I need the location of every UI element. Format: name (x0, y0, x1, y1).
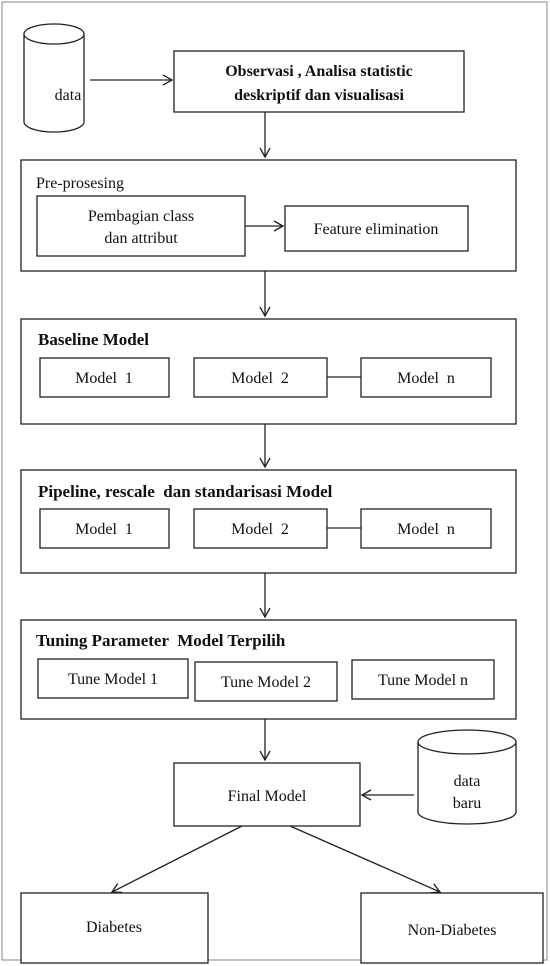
data-baru-line1: data (454, 773, 481, 790)
baseline-model-n-label: Model n (397, 370, 455, 387)
pipeline-model-n-box (360, 508, 492, 549)
arrow-final-to-diabetes (110, 825, 243, 894)
pipeline-model-2-label: Model 2 (231, 521, 289, 538)
arrow-final-to-nondiabetes (289, 825, 442, 894)
pipeline-model-2-box (193, 508, 328, 549)
pipeline-title: Pipeline, rescale dan standarisasi Model (38, 482, 333, 501)
data-label: data (55, 87, 82, 104)
baseline-model-1-label: Model 1 (75, 370, 133, 387)
observasi-box (173, 50, 465, 113)
feature-elimination-label: Feature elimination (314, 221, 439, 238)
pembagian-class-line1: Pembagian class (88, 208, 194, 225)
pipeline-model-1-label: Model 1 (75, 521, 133, 538)
feature-elimination-box (284, 205, 469, 252)
data-baru-line2: baru (453, 795, 481, 812)
observasi-line2: deskriptif dan visualisasi (234, 87, 404, 104)
non-diabetes-box (360, 892, 544, 964)
tune-model-2-label: Tune Model 2 (221, 674, 311, 691)
pembagian-class-box (36, 195, 246, 257)
pipeline-model-1-box (39, 508, 170, 549)
tune-model-1-box (37, 658, 189, 699)
baseline-title: Baseline Model (38, 330, 149, 349)
pembagian-class-line2: dan attribut (104, 230, 178, 247)
tune-model-n-box (351, 659, 495, 700)
diabetes-box (20, 892, 209, 964)
tuning-title: Tuning Parameter Model Terpilih (36, 631, 286, 650)
final-model-label: Final Model (228, 788, 307, 805)
baseline-model-1-box (39, 357, 170, 398)
tune-model-1-label: Tune Model 1 (68, 671, 158, 688)
pipeline-model-n-label: Model n (397, 521, 455, 538)
data-baru-cylinder (417, 729, 517, 825)
data-cylinder (23, 23, 85, 133)
diabetes-label: Diabetes (86, 919, 142, 936)
observasi-line1: Observasi , Analisa statistic (225, 63, 413, 80)
preprocessing-title: Pre-prosesing (36, 175, 124, 192)
non-diabetes-label: Non-Diabetes (408, 922, 497, 939)
tune-model-n-label: Tune Model n (378, 672, 468, 689)
baseline-model-n-box (360, 357, 492, 398)
final-model-box (173, 762, 361, 827)
baseline-model-2-label: Model 2 (231, 370, 289, 387)
tune-model-2-box (194, 661, 338, 702)
